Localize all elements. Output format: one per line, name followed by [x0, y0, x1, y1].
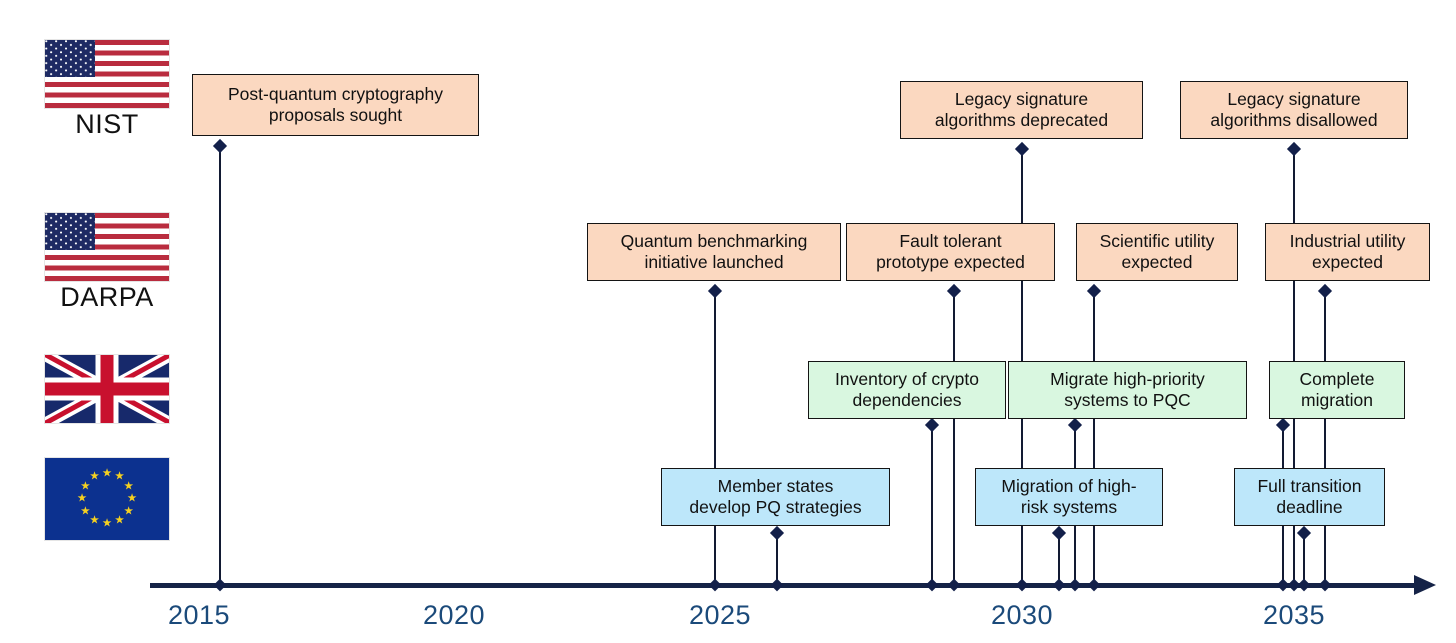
axis-tick: [1015, 578, 1029, 592]
lane-marker-eu: ★★★★★★★★★★★★: [45, 458, 169, 540]
axis-year-label: 2035: [1262, 600, 1326, 630]
axis-year-label: 2030: [990, 600, 1054, 630]
axis-tick: [1318, 578, 1332, 592]
event-box-label: Industrial utility expected: [1289, 230, 1406, 272]
event-box-member-states[interactable]: Member states develop PQ strategies: [661, 468, 890, 526]
event-stem: [1303, 533, 1306, 586]
eu-star-icon: ★: [101, 517, 113, 530]
axis-tick: [925, 578, 939, 592]
event-box-label: Scientific utility expected: [1099, 230, 1215, 272]
lane-marker-darpa: DARPA: [45, 213, 169, 311]
axis-year-label: 2020: [422, 600, 486, 630]
axis-year-label: 2015: [167, 600, 231, 630]
event-box-label: Inventory of crypto dependencies: [835, 368, 979, 410]
us-flag-icon: [45, 40, 169, 108]
eu-star-icon: ★: [80, 504, 91, 517]
event-stem: [776, 533, 779, 586]
axis-tick: [213, 578, 227, 592]
event-box-label: Member states develop PQ strategies: [689, 475, 862, 517]
axis-tick: [1087, 578, 1101, 592]
eu-star-icon: ★: [123, 504, 134, 517]
event-box-legacy-deprecated[interactable]: Legacy signature algorithms deprecated: [900, 81, 1143, 139]
event-stem: [1093, 291, 1096, 586]
event-stem: [1058, 533, 1061, 586]
eu-star-icon: ★: [80, 479, 91, 492]
eu-star-icon: ★: [123, 479, 134, 492]
axis-year-label: 2025: [688, 600, 752, 630]
event-box-industrial-utility[interactable]: Industrial utility expected: [1265, 223, 1430, 281]
eu-star-icon: ★: [89, 470, 100, 483]
event-stem: [714, 291, 717, 586]
event-box-label: Legacy signature algorithms deprecated: [934, 88, 1109, 130]
eu-star-icon: ★: [76, 492, 88, 505]
eu-star-icon: ★: [126, 492, 138, 505]
event-box-label: Migrate high-priority systems to PQC: [1050, 368, 1205, 410]
us-flag-icon: [45, 213, 169, 281]
axis-tick: [1068, 578, 1082, 592]
event-box-complete-migration[interactable]: Complete migration: [1269, 361, 1405, 419]
event-box-label: Full transition deadline: [1257, 475, 1362, 517]
axis-tick: [1297, 578, 1311, 592]
eu-star-icon: ★: [89, 513, 100, 526]
uk-flag-icon: [45, 355, 169, 423]
lane-marker-uk: [45, 355, 169, 423]
axis-tick: [770, 578, 784, 592]
event-stem: [1324, 291, 1327, 586]
eu-star-icon: ★: [114, 513, 125, 526]
timeline-axis: [150, 583, 1418, 588]
lane-label-darpa: DARPA: [60, 282, 154, 312]
event-box-label: Post-quantum cryptography proposals soug…: [228, 83, 443, 125]
event-box-label: Migration of high- risk systems: [1001, 475, 1137, 517]
lane-label-nist: NIST: [75, 109, 139, 139]
event-box-quantum-benchmarking[interactable]: Quantum benchmarking initiative launched: [587, 223, 841, 281]
eu-flag-icon: ★★★★★★★★★★★★: [45, 458, 169, 540]
event-box-scientific-utility[interactable]: Scientific utility expected: [1076, 223, 1238, 281]
event-box-migrate-high-priority[interactable]: Migrate high-priority systems to PQC: [1008, 361, 1247, 419]
event-box-full-transition[interactable]: Full transition deadline: [1234, 468, 1385, 526]
event-stem: [931, 425, 934, 586]
axis-tick: [947, 578, 961, 592]
lane-marker-nist: NIST: [45, 40, 169, 138]
event-box-migration-high-risk[interactable]: Migration of high- risk systems: [975, 468, 1163, 526]
axis-tick: [1052, 578, 1066, 592]
eu-star-icon: ★: [101, 467, 113, 480]
event-box-label: Quantum benchmarking initiative launched: [620, 230, 808, 272]
event-stem: [953, 291, 956, 586]
event-box-label: Fault tolerant prototype expected: [876, 230, 1025, 272]
event-box-inventory-crypto[interactable]: Inventory of crypto dependencies: [808, 361, 1006, 419]
event-stem: [219, 146, 222, 586]
axis-arrow-icon: [1414, 575, 1436, 595]
lane-band-us: [28, 22, 1413, 330]
event-box-legacy-disallowed[interactable]: Legacy signature algorithms disallowed: [1180, 81, 1408, 139]
event-box-label: Complete migration: [1299, 368, 1375, 410]
event-box-label: Legacy signature algorithms disallowed: [1210, 88, 1378, 130]
eu-star-icon: ★: [114, 470, 125, 483]
axis-tick: [708, 578, 722, 592]
event-box-fault-tolerant[interactable]: Fault tolerant prototype expected: [846, 223, 1055, 281]
event-box-pqc-proposals[interactable]: Post-quantum cryptography proposals soug…: [192, 74, 479, 136]
